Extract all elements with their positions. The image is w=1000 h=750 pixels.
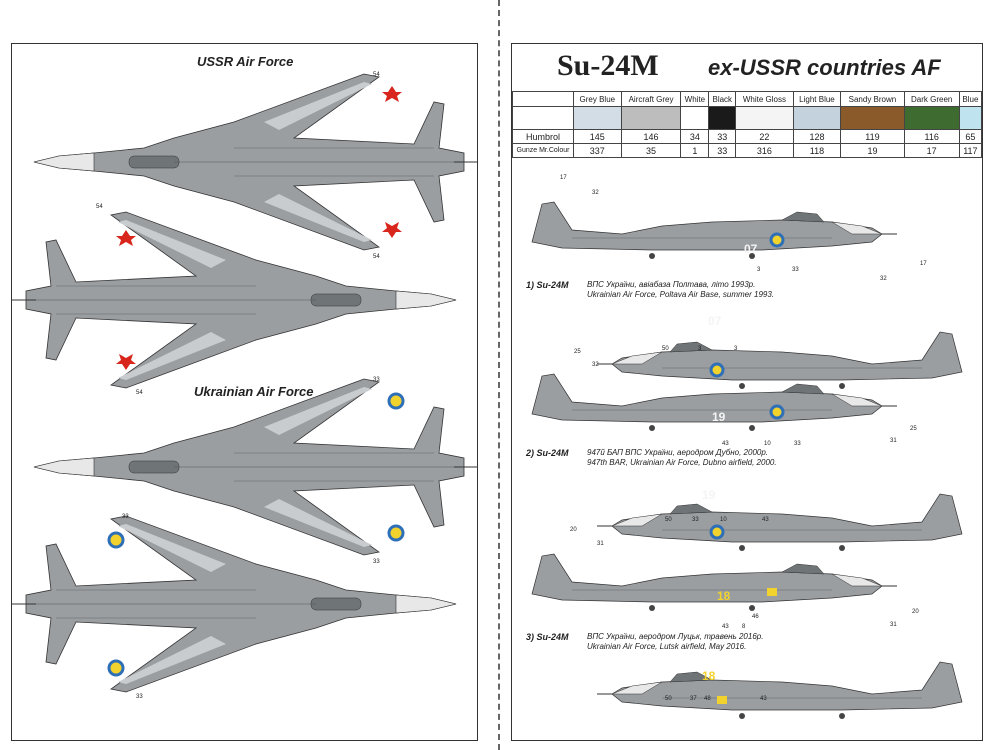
gunze-code: 1	[680, 143, 710, 158]
decal-callout: 10	[764, 441, 771, 447]
decal-callout: 25	[574, 349, 581, 355]
decal-callout: 46	[752, 614, 759, 620]
left-panel: USSR Air Force Ukrainian Air Force	[11, 43, 478, 741]
ukraine-roundel-icon	[709, 524, 725, 540]
decal-callout: 3	[698, 346, 702, 352]
paint-swatch	[620, 106, 682, 130]
board-number: 18	[717, 589, 731, 603]
board-number: 07	[744, 242, 758, 256]
decal-callout: 31	[890, 622, 897, 628]
gunze-code: 33	[708, 143, 737, 158]
red-star-icon	[116, 230, 136, 246]
callout: 54	[373, 254, 380, 260]
decal-callout: 50	[665, 696, 672, 702]
decal-callout: 3	[757, 267, 761, 273]
decal-callout: 32	[880, 276, 887, 282]
paint-swatch	[708, 106, 737, 130]
decal-callout: 20	[912, 609, 919, 615]
profile-1-number: 1) Su-24M	[526, 280, 569, 290]
ukraine-roundel-icon	[107, 659, 125, 677]
board-number: 19	[712, 410, 726, 424]
profile-drawings	[531, 201, 963, 720]
paint-swatch	[958, 106, 983, 130]
ukrainian-section-title: Ukrainian Air Force	[194, 384, 314, 399]
callout: 33	[373, 559, 380, 565]
gunze-code: 316	[735, 143, 794, 158]
gunze-code: 117	[958, 143, 983, 158]
decal-callout: 32	[592, 362, 599, 368]
profile-2-number: 2) Su-24M	[526, 448, 569, 458]
paint-swatch	[840, 106, 905, 130]
decal-callout: 20	[570, 527, 577, 533]
decal-callout: 17	[920, 261, 927, 267]
callout: 33	[373, 377, 380, 383]
red-star-icon	[382, 222, 402, 238]
profile-1-caption: ВПС України, авіабаза Полтава, літо 1993…	[587, 280, 774, 300]
board-number: 18	[702, 669, 716, 683]
page-title: Su-24M	[557, 49, 659, 82]
ukraine-roundel-icon	[387, 392, 405, 410]
decal-callout: 50	[665, 517, 672, 523]
decal-callout: 33	[692, 517, 699, 523]
decal-callout: 50	[662, 346, 669, 352]
decal-callout: 33	[792, 267, 799, 273]
decal-callout: 43	[722, 624, 729, 630]
gunze-code: 337	[573, 143, 622, 158]
decal-callout: 43	[762, 517, 769, 523]
caption-line-ua: 947й БАП ВПС України, аеродром Дубно, 20…	[587, 448, 769, 457]
profile-3-number: 3) Su-24M	[526, 632, 569, 642]
ukraine-roundel-icon	[769, 404, 785, 420]
decal-callout: 43	[722, 441, 729, 447]
caption-line-en: Ukrainian Air Force, Lutsk airfield, May…	[587, 642, 747, 651]
paint-swatch	[903, 106, 960, 130]
decal-callout: 8	[742, 624, 746, 630]
caption-line-ua: ВПС України, аеродром Луцьк, травень 201…	[587, 632, 764, 641]
page-subtitle: ex-USSR countries AF	[708, 55, 941, 80]
gunze-code: 35	[620, 143, 682, 158]
gunze-code: 19	[840, 143, 905, 158]
callout: 54	[96, 204, 103, 210]
callout: 54	[373, 72, 380, 78]
paint-swatch	[573, 106, 622, 130]
callout: 54	[136, 390, 143, 396]
callout: 33	[122, 514, 129, 520]
red-star-icon	[382, 86, 402, 102]
caption-line-en: Ukrainian Air Force, Poltava Air Base, s…	[587, 290, 775, 299]
caption-line-en: 947th BAR, Ukrainian Air Force, Dubno ai…	[587, 458, 777, 467]
decal-callout: 32	[592, 190, 599, 196]
decal-callout: 48	[704, 696, 711, 702]
gunze-row-label: Gunze Mr.Colour	[512, 143, 574, 158]
decal-callout: 37	[690, 696, 697, 702]
decal-callout: 3	[734, 346, 738, 352]
fold-line	[498, 0, 500, 750]
paint-swatch	[792, 106, 842, 130]
profile-2-caption: 947й БАП ВПС України, аеродром Дубно, 20…	[587, 448, 777, 468]
ukraine-roundel-icon	[107, 531, 125, 549]
decal-callout: 43	[760, 696, 767, 702]
ukraine-flag-icon	[717, 696, 727, 704]
callout: 33	[136, 694, 143, 700]
decal-callout: 25	[910, 426, 917, 432]
caption-line-ua: ВПС України, авіабаза Полтава, літо 1993…	[587, 280, 756, 289]
board-number: 19	[702, 488, 716, 502]
board-number: 07	[708, 314, 722, 328]
decal-callout: 33	[794, 441, 801, 447]
ukraine-flag-icon	[767, 588, 777, 596]
ukraine-roundel-icon	[769, 232, 785, 248]
decal-callout: 17	[560, 175, 567, 181]
ussr-section-title: USSR Air Force	[197, 54, 294, 69]
decal-callout: 31	[890, 438, 897, 444]
ukraine-roundel-icon	[387, 524, 405, 542]
decal-callout: 10	[720, 517, 727, 523]
ukraine-roundel-icon	[709, 362, 725, 378]
red-star-icon	[116, 354, 136, 370]
decal-callout: 31	[597, 541, 604, 547]
paint-swatch	[735, 106, 794, 130]
profile-3-caption: ВПС України, аеродром Луцьк, травень 201…	[587, 632, 763, 652]
planform-drawings	[12, 73, 477, 693]
